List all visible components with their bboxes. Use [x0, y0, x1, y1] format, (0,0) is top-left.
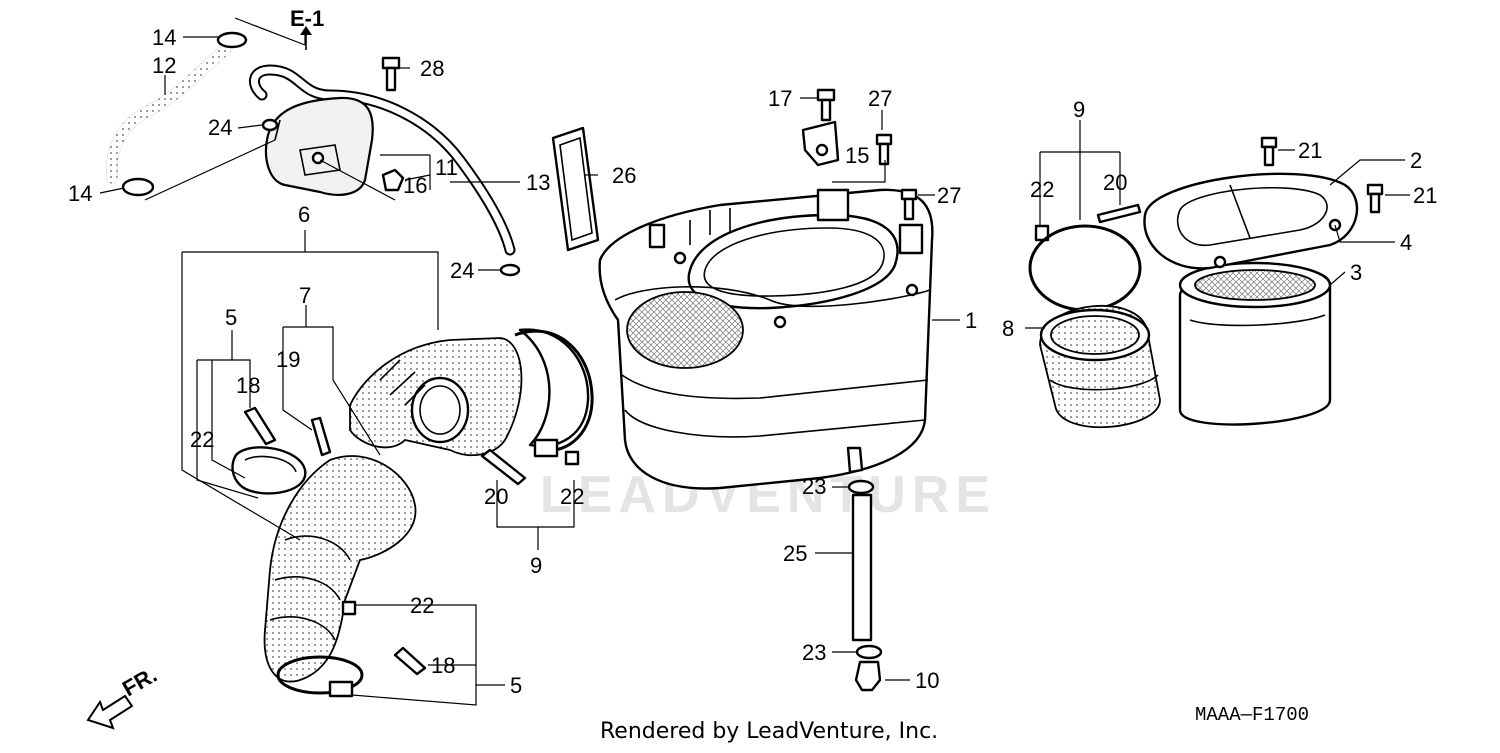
screw-19 — [310, 416, 332, 457]
callout-17: 17 — [768, 86, 792, 111]
callout-9-right: 9 — [1073, 97, 1085, 122]
nut-16 — [381, 168, 405, 192]
reference-arrow — [300, 26, 312, 50]
callout-2: 2 — [1410, 148, 1422, 173]
bolt-21-top — [1260, 136, 1278, 167]
breather-tube-13 — [249, 64, 516, 256]
callout-23-upper: 23 — [802, 474, 826, 499]
callout-28: 28 — [420, 56, 444, 81]
callout-26: 26 — [612, 163, 636, 188]
callout-4: 4 — [1400, 230, 1412, 255]
callout-9-lower: 9 — [530, 553, 542, 578]
clip-23-upper — [847, 479, 875, 495]
callout-8: 8 — [1002, 316, 1014, 341]
callout-21-top: 21 — [1298, 138, 1322, 163]
lower-duct-5 — [263, 455, 427, 698]
callout-1: 1 — [965, 308, 977, 333]
callout-3: 3 — [1350, 260, 1362, 285]
footer-credit: Rendered by LeadVenture, Inc. — [600, 719, 938, 744]
callout-18-upper: 18 — [236, 373, 260, 398]
callout-24-upper: 24 — [208, 115, 232, 140]
element-holder-8 — [1039, 304, 1161, 429]
callout-22-lower: 22 — [410, 593, 434, 618]
clip-24-lower — [499, 263, 521, 277]
air-cleaner-case-1 — [598, 188, 934, 490]
callout-12: 12 — [152, 53, 176, 78]
bolt-17 — [816, 88, 836, 122]
callout-7: 7 — [299, 283, 311, 308]
callout-21-right: 21 — [1413, 183, 1437, 208]
front-direction-arrow — [86, 694, 134, 730]
callout-5-top: 5 — [225, 305, 237, 330]
bolt-27-top — [875, 133, 893, 166]
clamp-14-bottom — [121, 177, 155, 197]
diagram-reference-code: MAAA—F1700 — [1195, 704, 1309, 726]
callout-22-left: 22 — [190, 427, 214, 452]
drain-plug-10 — [854, 660, 882, 692]
clamp-14-top — [216, 31, 248, 49]
callout-23-lower: 23 — [802, 640, 826, 665]
callout-27-top: 27 — [868, 86, 892, 111]
bracket-15 — [801, 120, 840, 167]
callout-11: 11 — [435, 155, 458, 180]
callout-19: 19 — [276, 347, 300, 372]
callout-14-top: 14 — [152, 25, 176, 50]
bolt-27-right — [900, 188, 918, 221]
callout-27-right: 27 — [937, 183, 961, 208]
callout-18-lower: 18 — [431, 653, 455, 678]
callout-24-lower: 24 — [450, 258, 474, 283]
callout-10: 10 — [915, 668, 939, 693]
screw-20-lower — [480, 448, 527, 486]
screw-18-upper — [243, 406, 277, 446]
breather-tube-12 — [106, 44, 231, 184]
callout-16: 16 — [403, 173, 427, 198]
callout-6: 6 — [298, 202, 310, 227]
nut-22-mid — [564, 450, 580, 466]
callout-25: 25 — [783, 541, 807, 566]
callout-5-bottom: 5 — [510, 673, 522, 698]
callout-22-mid: 22 — [560, 484, 584, 509]
clip-23-lower — [855, 644, 883, 660]
callout-20-right: 20 — [1103, 170, 1127, 195]
band-9-right — [1028, 224, 1142, 312]
reference-label-e1: E-1 — [290, 6, 324, 31]
screw-20-right — [1096, 203, 1142, 224]
air-filter-3 — [1178, 261, 1332, 426]
drain-tube-25 — [851, 493, 873, 642]
callout-22-right: 22 — [1030, 177, 1054, 202]
separator-11 — [264, 96, 374, 196]
bolt-28 — [381, 56, 401, 92]
callout-15: 15 — [845, 143, 869, 168]
callout-13: 13 — [526, 170, 550, 195]
band-7-left — [231, 446, 307, 495]
leader-lines — [99, 17, 1410, 706]
intake-tube-6 — [349, 328, 590, 457]
callout-labels: E-1 14 12 24 14 28 16 11 13 24 26 17 27 … — [68, 6, 1437, 744]
seal-26 — [551, 126, 600, 252]
band-9-left — [514, 329, 594, 458]
cover-2 — [1143, 172, 1359, 270]
clip-24-upper — [261, 118, 279, 132]
callout-20-lower: 20 — [484, 484, 508, 509]
bolt-21-right — [1366, 183, 1384, 214]
callout-14-bottom: 14 — [68, 181, 92, 206]
